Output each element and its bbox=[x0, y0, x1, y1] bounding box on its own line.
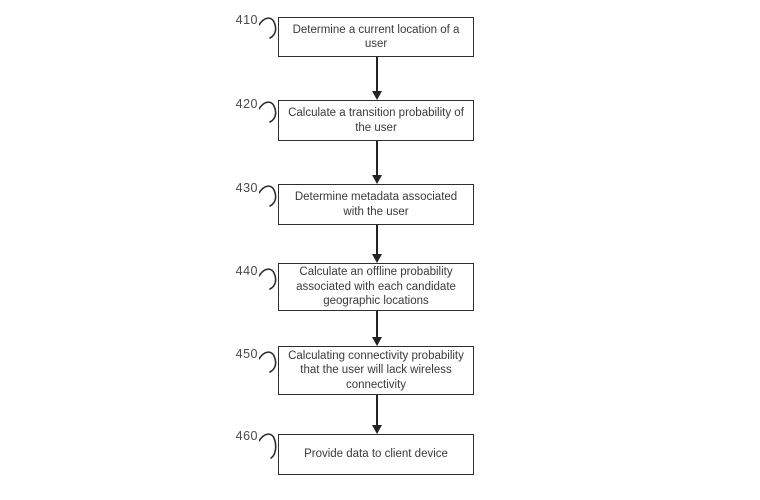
ref-number: 440 bbox=[235, 264, 258, 278]
step-box-420: Calculate a transition probability of th… bbox=[278, 100, 474, 141]
flow-arrow bbox=[371, 225, 383, 263]
arrow-shaft bbox=[376, 311, 378, 338]
step-text: Provide data to client device bbox=[304, 448, 448, 461]
arrow-head-icon bbox=[372, 175, 382, 184]
ref-number: 430 bbox=[235, 181, 258, 195]
ref-number: 410 bbox=[235, 13, 258, 27]
step-text: Calculate a transition probability of th… bbox=[288, 107, 464, 134]
step-box-450: Calculating connectivity probability tha… bbox=[278, 346, 474, 395]
arrow-head-icon bbox=[372, 254, 382, 263]
ref-label-410: 410 bbox=[228, 13, 279, 42]
ref-label-440: 440 bbox=[228, 264, 279, 293]
step-text: Calculate an offline probability associa… bbox=[296, 266, 456, 308]
step-box-410: Determine a current location of a user bbox=[278, 17, 474, 57]
arrow-shaft bbox=[376, 225, 378, 255]
lead-line-icon bbox=[259, 351, 277, 373]
lead-line-icon bbox=[259, 268, 277, 290]
flow-arrow bbox=[371, 311, 383, 346]
lead-line-icon bbox=[259, 17, 277, 39]
arrow-shaft bbox=[376, 395, 378, 426]
ref-number: 450 bbox=[235, 347, 258, 361]
arrow-head-icon bbox=[372, 425, 382, 434]
ref-label-450: 450 bbox=[228, 347, 279, 376]
lead-line-icon bbox=[259, 101, 277, 123]
step-text: Calculating connectivity probability tha… bbox=[288, 349, 464, 391]
lead-line-icon bbox=[259, 433, 277, 459]
step-box-430: Determine metadata associated with the u… bbox=[278, 184, 474, 225]
flow-arrow bbox=[371, 141, 383, 184]
arrow-shaft bbox=[376, 141, 378, 176]
step-box-440: Calculate an offline probability associa… bbox=[278, 263, 474, 311]
arrow-head-icon bbox=[372, 91, 382, 100]
ref-label-460: 460 bbox=[228, 429, 279, 462]
flow-arrow bbox=[371, 395, 383, 434]
ref-number: 460 bbox=[235, 429, 258, 443]
arrow-shaft bbox=[376, 57, 378, 92]
lead-line-icon bbox=[259, 185, 277, 207]
step-box-460: Provide data to client device bbox=[278, 434, 474, 475]
arrow-head-icon bbox=[372, 337, 382, 346]
flow-arrow bbox=[371, 57, 383, 100]
step-text: Determine a current location of a user bbox=[292, 23, 460, 51]
ref-label-420: 420 bbox=[228, 97, 279, 126]
ref-number: 420 bbox=[235, 97, 258, 111]
ref-label-430: 430 bbox=[228, 181, 279, 210]
step-text: Determine metadata associated with the u… bbox=[294, 191, 458, 218]
